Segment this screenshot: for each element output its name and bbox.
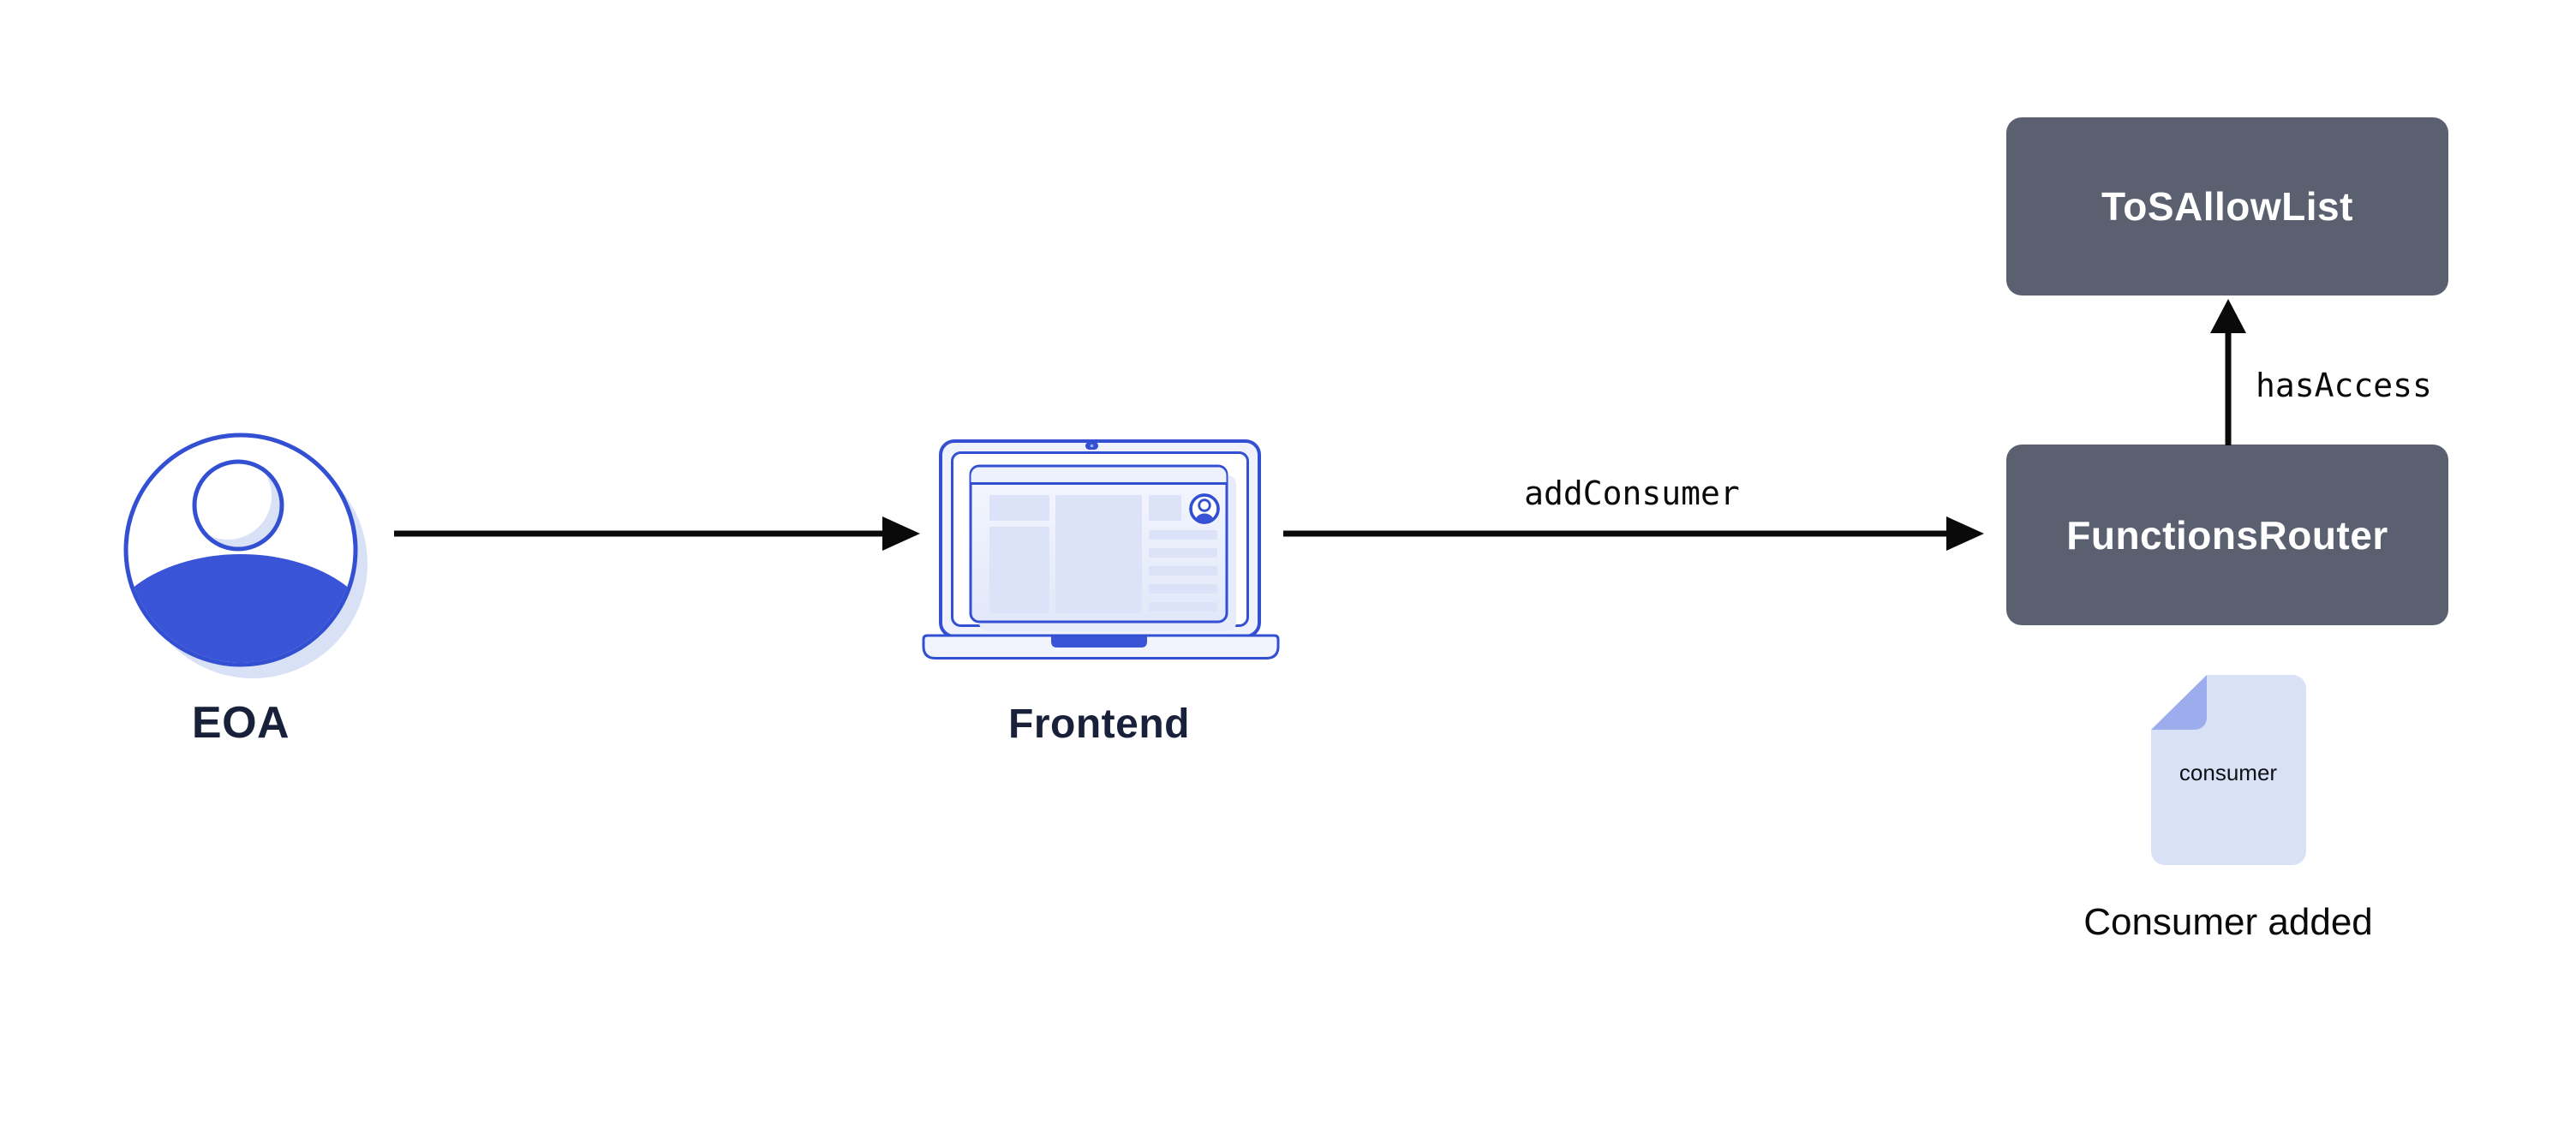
document-icon xyxy=(2151,675,2306,865)
avatar-head-outline xyxy=(192,459,284,552)
avatar-shoulders xyxy=(128,554,354,663)
edge-label-addconsumer: addConsumer xyxy=(1524,475,1740,512)
laptop-notch xyxy=(1051,636,1147,648)
arrow-up-icon xyxy=(2210,299,2246,445)
document-file-text: consumer xyxy=(2179,760,2278,785)
profile-icon xyxy=(1189,493,1220,524)
browser-titlebar xyxy=(971,467,1227,482)
arrow-right-icon xyxy=(1283,516,1984,551)
functions-router-label: FunctionsRouter xyxy=(2066,512,2388,558)
node-functions-router: FunctionsRouter xyxy=(2006,445,2448,625)
avatar-outline xyxy=(123,433,358,667)
user-avatar-icon xyxy=(123,433,368,678)
edge-label-hasaccess: hasAccess xyxy=(2256,367,2432,404)
arrow-right-icon xyxy=(394,516,920,551)
laptop-icon xyxy=(922,439,1280,660)
browser-content-blocks xyxy=(989,495,1217,613)
eoa-label: EOA xyxy=(191,698,290,748)
consumer-added-caption: Consumer added xyxy=(2083,901,2373,943)
frontend-label: Frontend xyxy=(1008,701,1190,747)
node-tos-allow-list: ToSAllowList xyxy=(2006,117,2448,295)
tos-allow-list-label: ToSAllowList xyxy=(2101,184,2353,229)
document-fold xyxy=(2151,675,2207,730)
